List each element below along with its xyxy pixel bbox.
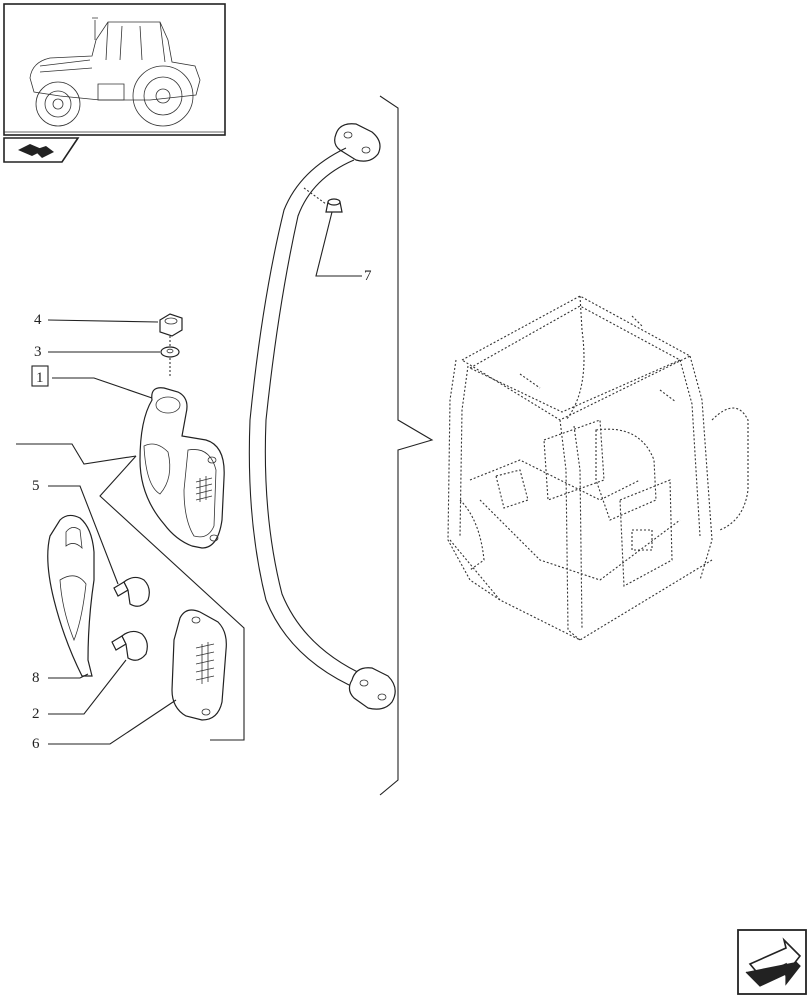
callout-5: 5 bbox=[32, 478, 40, 494]
assembly-group-line bbox=[16, 443, 245, 741]
callout-4: 4 bbox=[34, 312, 42, 328]
callout-6: 6 bbox=[32, 736, 40, 752]
washer bbox=[160, 336, 180, 376]
bulb-lower bbox=[111, 630, 148, 661]
cab-frame bbox=[447, 295, 749, 641]
callout-1: 1 bbox=[36, 370, 44, 386]
callout-2: 2 bbox=[32, 706, 40, 722]
section-book-icon[interactable] bbox=[3, 137, 80, 163]
lamp-bracket-cover bbox=[47, 514, 95, 677]
callout-3: 3 bbox=[34, 344, 42, 360]
next-page-arrow-icon[interactable] bbox=[737, 929, 807, 995]
callout-8: 8 bbox=[32, 670, 40, 686]
tractor-thumbnail-icon[interactable] bbox=[3, 3, 226, 136]
grab-handle bbox=[248, 123, 396, 710]
callout-1-box bbox=[31, 365, 49, 387]
callout-leaders bbox=[47, 211, 362, 745]
callout-7: 7 bbox=[364, 268, 372, 284]
assembly-bracket bbox=[379, 95, 434, 796]
lamp-lens bbox=[171, 609, 227, 721]
screw bbox=[303, 187, 343, 213]
nut bbox=[159, 313, 183, 337]
bulb-upper bbox=[113, 576, 150, 607]
lamp-housing bbox=[139, 387, 225, 549]
